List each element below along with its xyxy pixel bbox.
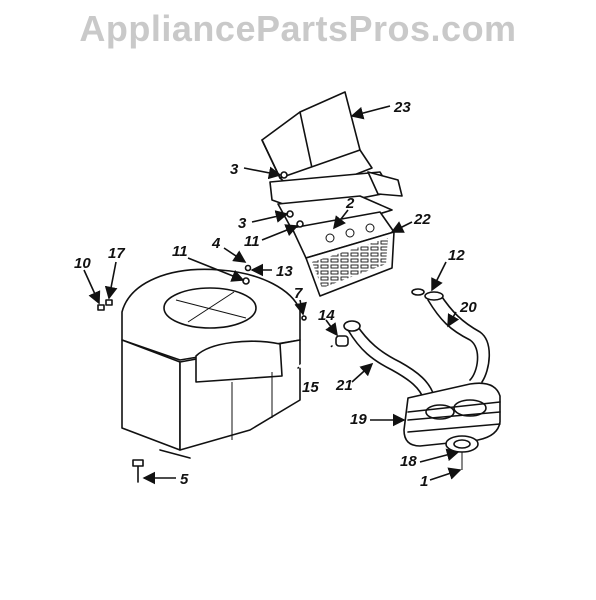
callout-22: 22: [413, 211, 431, 228]
callout-1: 1: [420, 473, 428, 490]
heat-shield-grate-part: [291, 211, 395, 297]
tailpipe-part: [347, 323, 435, 401]
callout-2: 2: [345, 195, 355, 212]
screw-part: [296, 220, 304, 228]
callout-3-bottom: 3: [238, 215, 247, 232]
mounting-bolt-part: [132, 459, 144, 483]
callout-3-top: 3: [230, 161, 239, 178]
pin-part: [301, 315, 307, 321]
callout-18: 18: [400, 453, 417, 470]
callout-11-left: 11: [172, 243, 188, 260]
callout-13: 13: [276, 263, 293, 280]
watermark: AppliancePartsPros.com: [79, 8, 517, 49]
muffler-end-cap-part: [445, 435, 479, 470]
coupler-part: [335, 335, 349, 347]
callout-17: 17: [108, 245, 125, 262]
coupling-part: [343, 320, 361, 332]
screw-part: [280, 171, 288, 179]
callout-19: 19: [350, 411, 367, 428]
callout-20: 20: [459, 299, 477, 316]
callout-23: 23: [393, 99, 411, 116]
callout-14: 14: [318, 307, 335, 324]
callout-15: 15: [302, 379, 319, 396]
callout-4: 4: [211, 235, 221, 252]
callout-21: 21: [335, 377, 353, 394]
engine-blower-housing-part: [121, 268, 301, 459]
callout-7: 7: [294, 285, 303, 302]
callout-10: 10: [74, 255, 91, 272]
exhaust-pipe-part: [411, 288, 491, 383]
fitting-part: [105, 299, 113, 306]
muffler-part: [403, 382, 501, 447]
fitting-part: [97, 304, 105, 311]
bolt-part: [242, 277, 250, 285]
mounting-bracket-part: [269, 171, 403, 233]
callout-11-right: 11: [244, 233, 260, 250]
callout-5: 5: [180, 471, 189, 488]
screw-part: [286, 210, 294, 218]
nut-part: [244, 264, 252, 272]
callout-12: 12: [448, 247, 465, 264]
